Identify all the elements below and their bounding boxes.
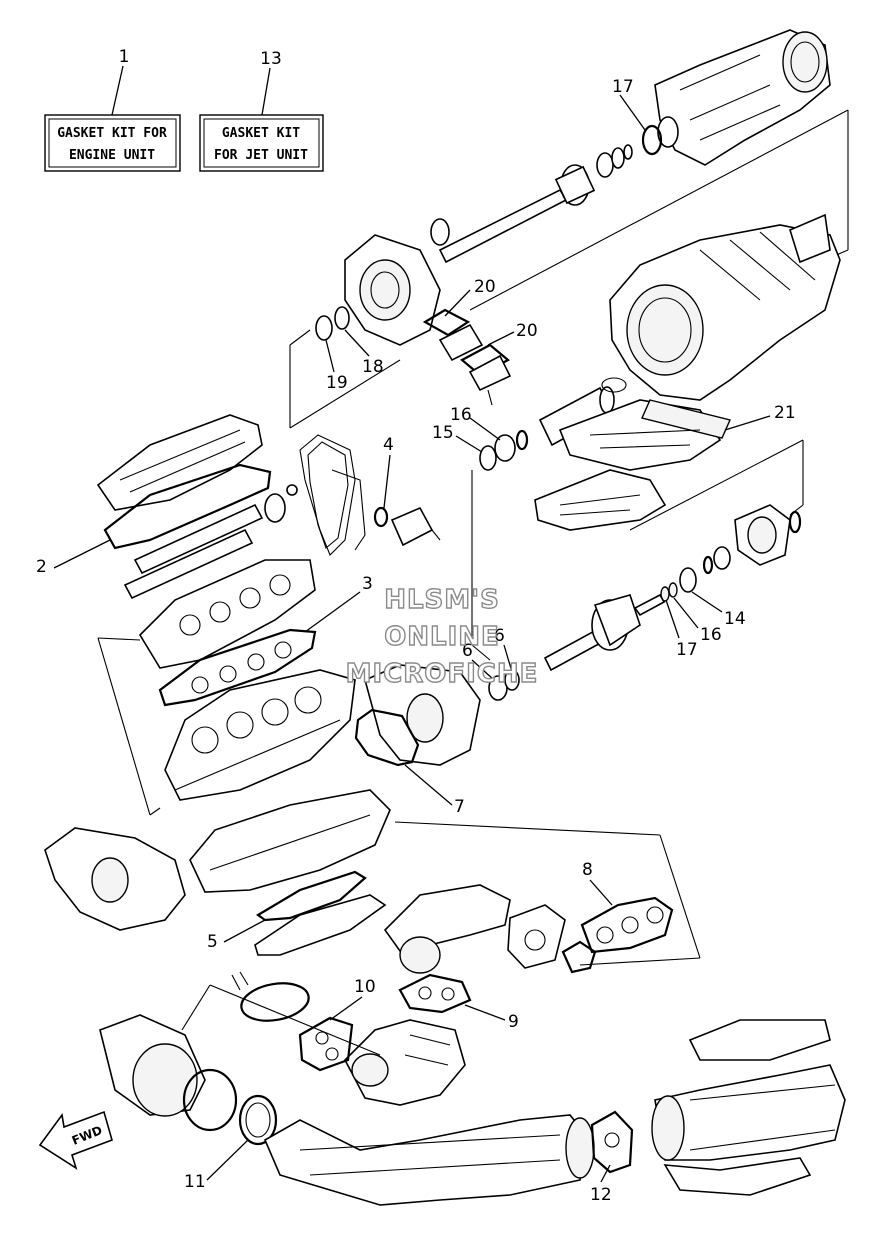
kit-box-jet-line2: FOR JET UNIT (214, 148, 308, 163)
callout-20-lower: 20 (516, 321, 538, 341)
callout-12: 12 (590, 1185, 612, 1205)
engine-mount-bracket (534, 469, 667, 531)
bearing-housing (734, 504, 802, 566)
callout-15: 16 (450, 405, 472, 425)
callout-17: 17 (612, 77, 634, 97)
callout-7: 7 (454, 797, 465, 817)
exhaust-gasket-9 (398, 973, 472, 1014)
watermark-line3: MICROFICHE (346, 659, 539, 689)
callout-20-upper: 20 (474, 277, 496, 297)
callout-11: 11 (184, 1172, 206, 1192)
cylinder-head-cover (96, 414, 263, 511)
o-ring-17 (641, 124, 663, 156)
cylinder-head (138, 559, 316, 669)
kit-box-jet-unit[interactable]: GASKET KIT FOR JET UNIT (199, 67, 324, 172)
watermark-line2: ONLINE (384, 622, 500, 652)
oil-pan-gasket-5 (254, 870, 387, 956)
callout-9: 9 (508, 1012, 519, 1032)
kit-box-engine-unit[interactable]: GASKET KIT FOR ENGINE UNIT (44, 65, 181, 172)
coupler-drive-shaft (543, 593, 666, 672)
cover-gasket-7 (354, 708, 420, 767)
cylinder-block (164, 669, 356, 801)
kit-box-jet-line1: GASKET KIT (222, 126, 300, 141)
crankcase-lower (189, 789, 391, 893)
exhaust-manifold-upper (383, 884, 566, 974)
bearing-14-15-upper (479, 429, 529, 471)
callout-13: 13 (260, 49, 282, 69)
exhaust-gasket-8 (561, 896, 674, 974)
callout-6-right: 6 (494, 626, 505, 646)
oil-seal-6 (488, 669, 520, 701)
callout-14-lower: 14 (724, 609, 746, 629)
watermark: HLSM'S ONLINE MICROFICHE (345, 584, 539, 689)
head-gasket-3 (158, 628, 317, 707)
seal-18-19 (315, 306, 350, 341)
exhaust-gasket-12 (590, 1110, 634, 1174)
chain-tensioner-4 (373, 506, 441, 547)
exhaust-manifold-lower (344, 1019, 466, 1106)
callout-16-upper: 16 (700, 625, 722, 645)
jet-housing-body (609, 213, 841, 401)
callout-14-upper: 15 (432, 423, 454, 443)
magneto-cover (44, 827, 186, 931)
callout-19: 19 (326, 373, 348, 393)
callout-5: 5 (207, 932, 218, 952)
gasket-20-upper (422, 308, 484, 362)
callout-3: 3 (362, 574, 373, 594)
intake-grate-21 (558, 399, 731, 471)
jet-pump-nozzle (654, 29, 831, 166)
bearing-14-16-lower (660, 546, 731, 602)
water-lock-pipe (263, 1114, 595, 1206)
callout-18: 18 (362, 357, 384, 377)
callout-6-left: 6 (462, 641, 473, 661)
impeller-housing (344, 234, 441, 346)
muffler-body (651, 1019, 846, 1196)
callout-16-lower: 17 (676, 640, 698, 660)
gasket-20-lower (460, 343, 512, 406)
head-cover-gasket-2 (103, 463, 272, 550)
kit-box-engine-line1: GASKET KIT FOR (57, 126, 167, 141)
callout-2: 2 (36, 557, 47, 577)
timing-chain (299, 434, 366, 556)
callout-21: 21 (774, 403, 796, 423)
hose-clamp (231, 971, 310, 1022)
exhaust-gasket-10 (298, 1016, 354, 1072)
crankcase-cover (364, 664, 481, 766)
exhaust-hose-front (99, 1014, 238, 1132)
callout-10: 10 (354, 977, 376, 997)
callout-8: 8 (582, 860, 593, 880)
kit-box-engine-line2: ENGINE UNIT (69, 148, 155, 163)
callout-4: 4 (383, 435, 394, 455)
rubber-ring-11 (238, 1094, 278, 1146)
watermark-line1: HLSM'S (384, 585, 500, 615)
camshafts (123, 484, 298, 600)
drive-shaft-upper (430, 144, 633, 264)
fwd-arrow-icon: FWD (38, 1110, 113, 1170)
callout-1: 1 (119, 47, 130, 67)
